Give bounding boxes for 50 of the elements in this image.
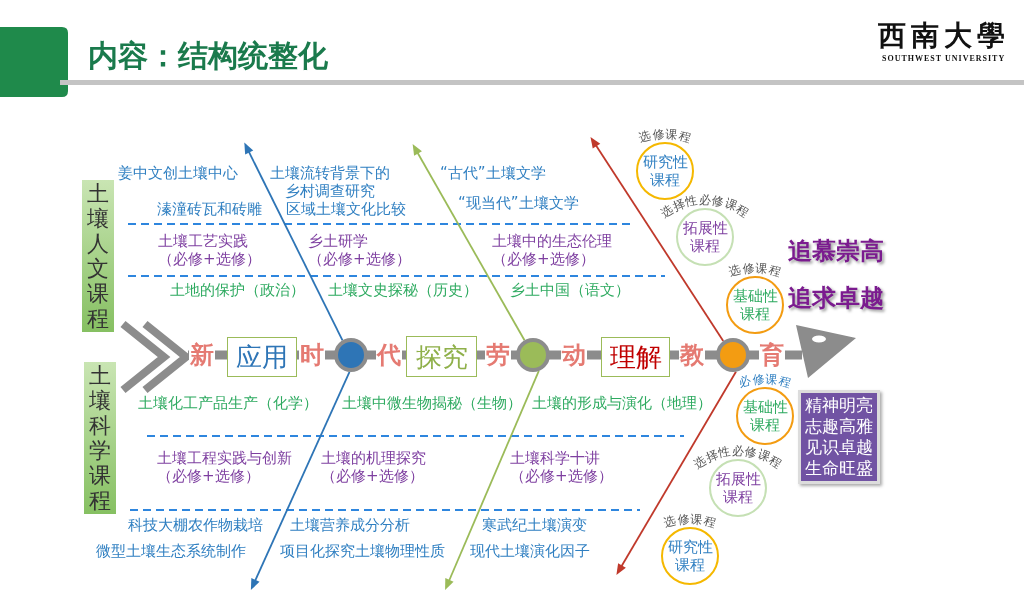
university-name: SOUTHWEST UNIVERSITY (882, 54, 1006, 64)
category-box: 土壤科学课程 (84, 362, 116, 514)
spine-character: 代 (376, 341, 402, 369)
course-label: 土壤的形成与演化（地理） (532, 394, 712, 412)
stage-box: 探究 (406, 336, 477, 377)
course-label: 土壤流转背景下的乡村调查研究 (268, 164, 391, 200)
arrow (590, 136, 725, 342)
course-circle: 研究性课程 (661, 527, 719, 585)
course-label: 科技大棚农作物栽培 (128, 516, 263, 534)
course-label: 乡土研学（必修+选修） (308, 232, 411, 268)
course-label: 土壤的机理探究（必修+选修） (321, 449, 426, 485)
stage-box: 应用 (227, 337, 297, 377)
course-label: 土壤科学十讲（必修+选修） (510, 449, 613, 485)
course-label: 土壤营养成分分析 (290, 516, 410, 534)
spine-character: 育 (759, 341, 785, 369)
text-box: 精神明亮 志趣高雅 见识卓越 生命旺盛 (798, 390, 880, 484)
arrow (412, 144, 526, 342)
course-label: “古代”土壤文学 (440, 164, 546, 182)
course-label: 寒武纪土壤演变 (482, 516, 587, 534)
university-name: 西南大學 (878, 20, 1010, 52)
arrow (445, 370, 540, 590)
course-label: “现当代”土壤文学 (458, 194, 579, 212)
course-label: 土壤工程实践与创新（必修+选修） (157, 449, 292, 485)
spine-character: 劳 (485, 341, 511, 369)
course-label: 姜中文创土壤中心 (118, 164, 238, 182)
category-box: 土壤人文课程 (82, 180, 114, 332)
course-label: 乡土中国（语文） (510, 281, 630, 299)
stage-box: 理解 (601, 337, 670, 377)
course-label: 土壤化工产品生产（化学） (138, 394, 318, 412)
arrow (616, 370, 737, 575)
spine-character: 动 (561, 341, 587, 369)
course-label: 土壤中的生态伦理（必修+选修） (492, 232, 612, 268)
course-label: 溱潼砖瓦和砖雕 (157, 200, 262, 218)
arrow (244, 142, 344, 342)
course-label: 土壤中微生物揭秘（生物） (342, 394, 522, 412)
course-label: 土地的保护（政治） (170, 281, 305, 299)
slogan: 追求卓越 (788, 285, 884, 311)
course-circle: 基础性课程 (736, 387, 794, 445)
course-label: 区域土壤文化比较 (286, 200, 406, 218)
course-label: 土壤文史探秘（历史） (328, 281, 478, 299)
course-label: 土壤工艺实践（必修+选修） (158, 232, 261, 268)
course-label: 项目化探究土壤物理性质 (280, 542, 445, 560)
course-label: 微型土壤生态系统制作 (96, 542, 246, 560)
title: 内容：结构统整化 (88, 38, 328, 74)
spine-character: 教 (679, 341, 705, 369)
course-circle: 基础性课程 (726, 276, 784, 334)
slogan: 追慕崇高 (788, 238, 884, 264)
spine-character: 时 (299, 341, 325, 369)
arrow (250, 371, 351, 590)
course-label: 现代土壤演化因子 (470, 542, 590, 560)
